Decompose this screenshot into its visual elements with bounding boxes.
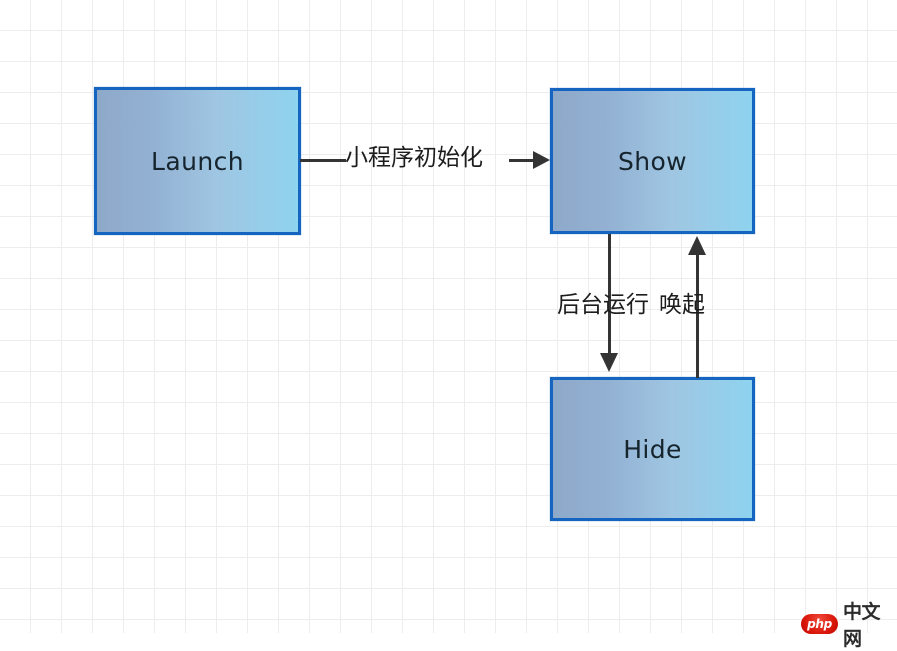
php-logo-icon: php (801, 614, 838, 634)
edge-hide-show-line (696, 254, 699, 378)
edge-launch-show-line-tail (509, 159, 535, 162)
node-show-label: Show (617, 146, 688, 176)
node-launch[interactable]: Launch (94, 87, 301, 235)
edge-show-hide-line (608, 234, 611, 359)
node-hide[interactable]: Hide (550, 377, 755, 521)
arrow-down-icon (600, 353, 618, 372)
node-hide-label: Hide (623, 434, 682, 464)
node-show[interactable]: Show (550, 88, 755, 234)
edge-show-hide-label: 后台运行 (557, 292, 649, 318)
arrow-right-icon (533, 151, 550, 169)
arrow-up-icon (688, 236, 706, 255)
edge-hide-show-label: 唤起 (659, 292, 705, 318)
edge-launch-show-label: 小程序初始化 (345, 145, 483, 171)
node-launch-label: Launch (151, 146, 244, 176)
edge-launch-show-line (300, 159, 346, 162)
watermark: php 中文网 (801, 597, 897, 651)
watermark-text: 中文网 (842, 601, 881, 650)
